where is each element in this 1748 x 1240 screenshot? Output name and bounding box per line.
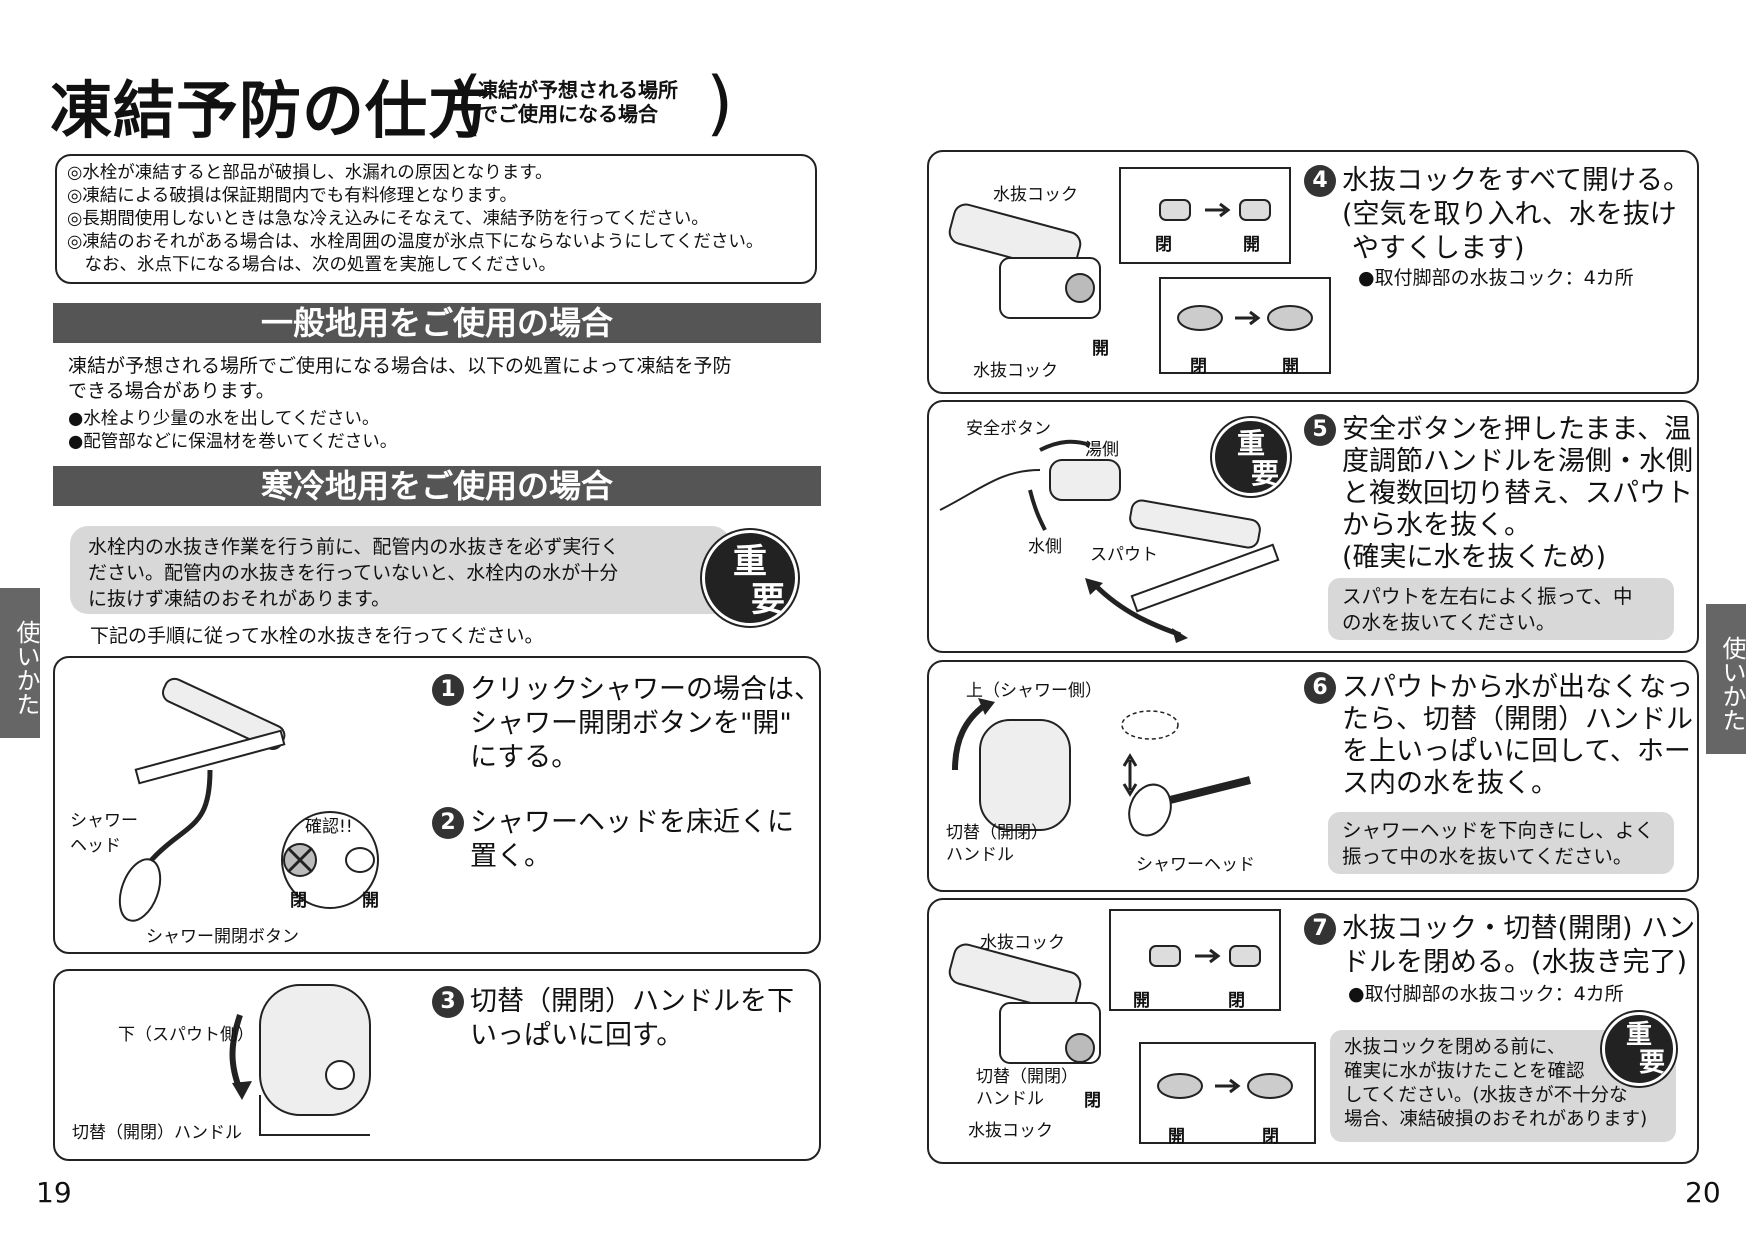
drain-cock-open-illustration <box>948 167 1331 374</box>
general-intro: 凍結が予想される場所でご使用になる場合は、以下の処置によって凍結を予防 できる場… <box>68 354 731 404</box>
label-drain-cock: 水抜コック <box>973 361 1058 381</box>
step-number: 5 <box>1304 414 1336 446</box>
warning-line: 水栓内の水抜き作業を行う前に、配管内の水抜きを必ず実行く <box>88 536 620 558</box>
label-shower-head: シャワーヘッド <box>1136 855 1255 875</box>
label-open: 開 <box>1168 1127 1185 1147</box>
note-line: ◎長期間使用しないときは急な冷え込みにそなえて、凍結予防を行ってください。 <box>67 209 709 229</box>
warning-line: に抜けず凍結のおそれがあります。 <box>88 588 391 610</box>
notes-box: ◎水栓が凍結すると部品が破損し、水漏れの原因となります。 ◎凍結による破損は保証… <box>55 154 817 284</box>
label-closed: 閉 <box>1190 357 1207 377</box>
note-line: ◎凍結のおそれがある場合は、水栓周囲の温度が氷点下にならないようにしてください。 <box>67 232 764 252</box>
step-7-tip: 水抜コックを閉める前に、 確実に水が抜けたことを確認 してください。(水抜きが不… <box>1330 1030 1676 1142</box>
note-line: なお、氷点下になる場合は、次の処置を実施してください。 <box>67 255 556 275</box>
step-4-note: ●取付脚部の水抜コック：4カ所 <box>1358 267 1634 289</box>
label-shower-head: シャワー ヘッド <box>70 811 138 856</box>
side-tab-left: 使いかた <box>0 588 40 738</box>
label-closed: 閉 <box>1262 1127 1279 1147</box>
cold-follow-text: 下記の手順に従って水栓の水抜きを行ってください。 <box>90 625 544 647</box>
shower-faucet-illustration <box>118 677 379 922</box>
step-number: 7 <box>1304 913 1336 945</box>
important-badge: 重 要 <box>702 530 798 626</box>
general-bullets: ●水栓より少量の水を出してください。 ●配管部などに保温材を巻いてください。 <box>68 408 397 454</box>
section-general-heading: 一般地用をご使用の場合 <box>53 303 821 343</box>
subtitle-line-2: でご使用になる場合 <box>478 102 658 126</box>
important-badge: 重 要 <box>1212 418 1290 496</box>
label-open: 開 <box>1133 991 1150 1011</box>
drain-cock-close-illustration <box>948 909 1316 1144</box>
step-6-tip: シャワーヘッドを下向きにし、よく 振って中の水を抜いてください。 <box>1328 812 1674 874</box>
step-5-tip: スパウトを左右によく振って、中 の水を抜いてください。 <box>1328 578 1674 640</box>
general-intro-line: 凍結が予想される場所でご使用になる場合は、以下の処置によって凍結を予防 <box>68 355 732 377</box>
section-cold-heading: 寒冷地用をご使用の場合 <box>53 466 821 506</box>
label-closed: 閉 <box>1084 1091 1101 1111</box>
label-switch-handle: 切替（開閉） ハンドル <box>946 823 1048 865</box>
switch-handle-illustration <box>229 984 371 1136</box>
page-number-left: 19 <box>36 1176 72 1209</box>
cold-warning-box: 水栓内の水抜き作業を行う前に、配管内の水抜きを必ず実行く ださい。配管内の水抜き… <box>70 526 730 614</box>
step-number: 3 <box>432 986 464 1018</box>
label-open: 開 <box>362 891 379 911</box>
label-cold-side: 水側 <box>1028 537 1062 557</box>
step-number: 1 <box>432 674 464 706</box>
note-line: ◎凍結による破損は保証期間内でも有料修理となります。 <box>67 186 517 206</box>
important-badge: 重 要 <box>1602 1012 1676 1086</box>
label-closed: 閉 <box>1155 235 1172 255</box>
subtitle-paren-open: ( <box>455 62 483 144</box>
spout-swing-illustration <box>939 439 1280 643</box>
label-closed: 閉 <box>290 891 307 911</box>
label-safety-button: 安全ボタン <box>966 419 1051 439</box>
label-open: 開 <box>1282 357 1299 377</box>
label-hot-side: 湯側 <box>1085 440 1119 460</box>
label-drain-cock: 水抜コック <box>993 185 1078 205</box>
warning-line: ださい。配管内の水抜きを行っていないと、水栓内の水が十分 <box>88 562 619 584</box>
shower-hose-illustration <box>952 698 1251 837</box>
step-number: 6 <box>1304 672 1336 704</box>
page-subtitle: 凍結が予想される場所 でご使用になる場合 <box>478 78 678 126</box>
label-down-spout: 下（スパウト側） <box>118 1025 254 1045</box>
label-shower-button: シャワー開閉ボタン <box>146 927 299 947</box>
step-7-note: ●取付脚部の水抜コック：4カ所 <box>1348 983 1624 1005</box>
step-number: 4 <box>1304 165 1336 197</box>
page-title: 凍結予防の仕方 <box>50 74 492 147</box>
subtitle-line-1: 凍結が予想される場所 <box>478 78 678 102</box>
label-drain-cock: 水抜コック <box>968 1121 1053 1141</box>
step-number: 2 <box>432 807 464 839</box>
side-tab-right: 使いかた <box>1706 604 1746 754</box>
label-spout: スパウト <box>1090 545 1158 565</box>
label-open: 開 <box>1243 235 1260 255</box>
label-open: 開 <box>1092 339 1109 359</box>
label-confirm: 確認!! <box>305 817 353 837</box>
label-drain-cock: 水抜コック <box>980 933 1065 953</box>
label-switch-handle: 切替（開閉） ハンドル <box>976 1067 1078 1109</box>
subtitle-paren-close: ) <box>706 62 734 144</box>
general-bullet: ●水栓より少量の水を出してください。 <box>68 409 380 429</box>
general-bullet: ●配管部などに保温材を巻いてください。 <box>68 432 398 452</box>
label-up-shower: 上（シャワー側） <box>966 681 1102 701</box>
page-number-right: 20 <box>1685 1176 1721 1209</box>
note-line: ◎水栓が凍結すると部品が破損し、水漏れの原因となります。 <box>67 163 553 183</box>
label-closed: 閉 <box>1228 991 1245 1011</box>
label-switch-handle: 切替（開閉）ハンドル <box>72 1123 242 1143</box>
general-intro-line: できる場合があります。 <box>68 380 275 402</box>
